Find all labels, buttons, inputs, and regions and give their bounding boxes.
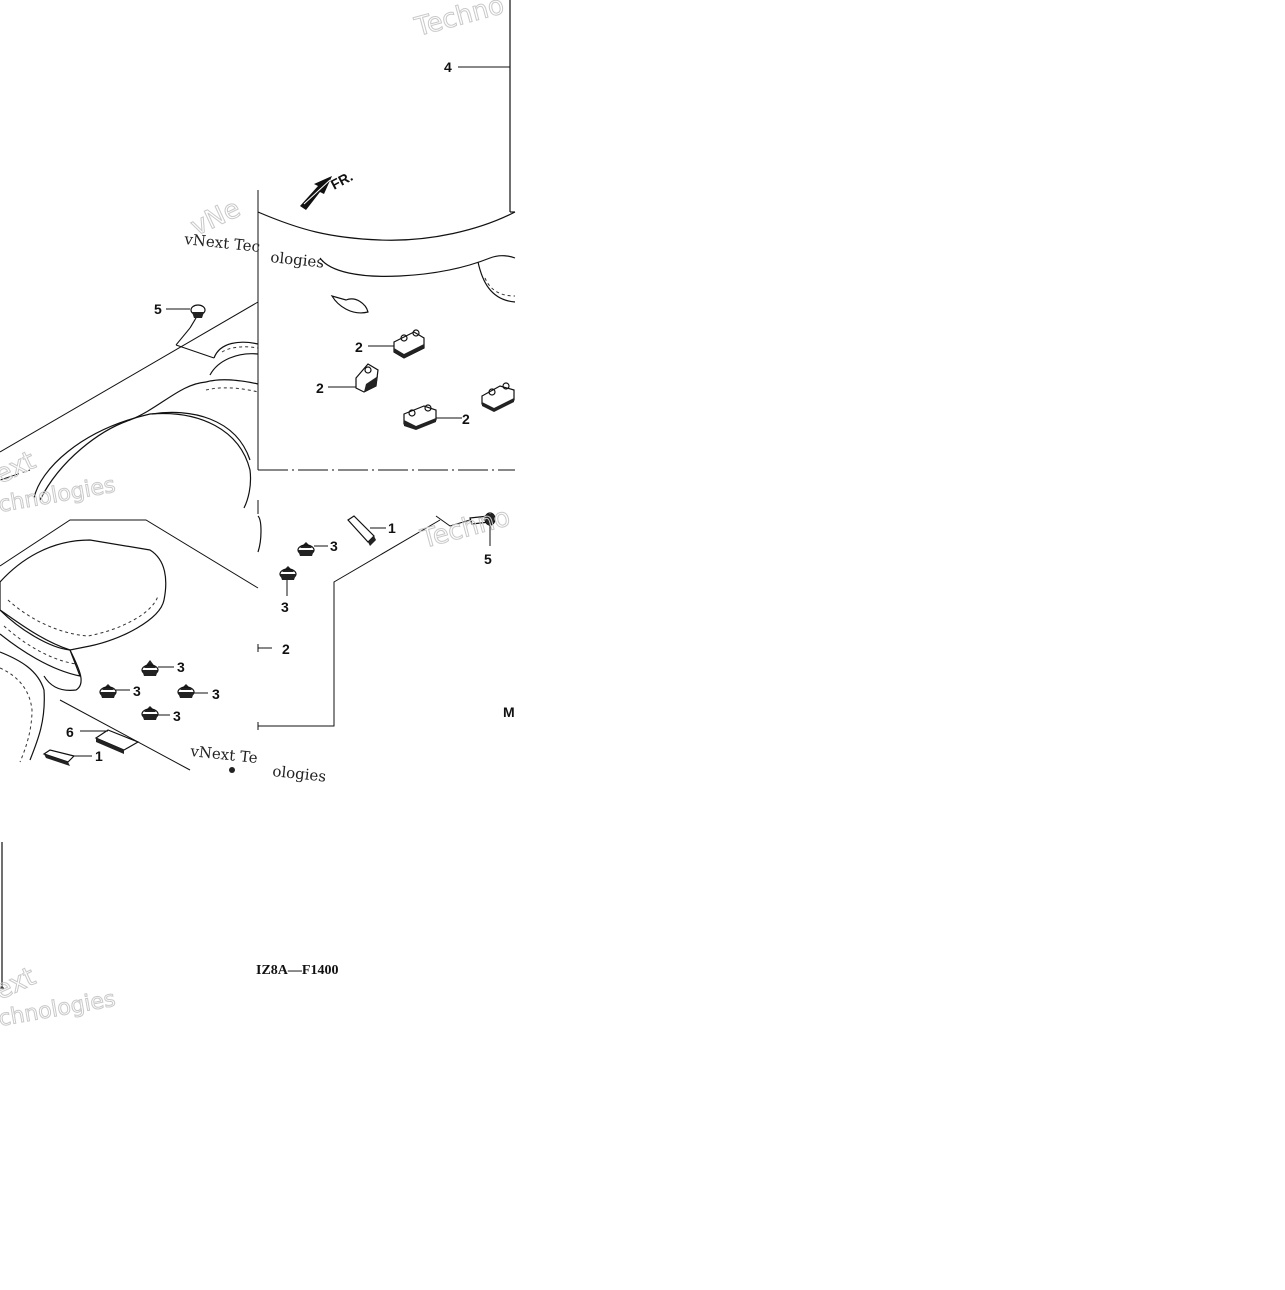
callout-3b: 3 — [133, 683, 141, 699]
rubber-block-2b — [355, 363, 379, 393]
small-parts-panel — [257, 500, 496, 730]
callout-3c: 3 — [212, 686, 220, 702]
left-seat-panel — [0, 301, 259, 509]
callout-5a: 5 — [154, 301, 162, 317]
passenger-seat-panel — [0, 519, 272, 773]
main-seat-contour — [151, 411, 251, 461]
callout-3e: 3 — [330, 538, 338, 554]
main-seat-panel: FR. — [257, 0, 516, 471]
bracket-line — [175, 344, 215, 359]
cushion-3e — [297, 542, 315, 556]
callout-4: 4 — [444, 59, 452, 75]
watermark-5: ext — [0, 446, 40, 491]
seat-side-contour — [477, 261, 516, 303]
watermark-8: vNext Te — [189, 742, 259, 767]
rubber-block-2a — [393, 329, 425, 359]
rubber-block-2c — [403, 404, 437, 430]
direction-label: FR. — [328, 168, 355, 193]
seat-lower-stitch — [0, 667, 33, 763]
frame-diagonal-top — [0, 301, 259, 453]
passenger-pad-stitch — [7, 595, 159, 637]
rear-seat-edge — [209, 353, 259, 376]
seat-lower-curve — [0, 651, 45, 761]
callout-1a: 1 — [388, 520, 396, 536]
callout-3d: 3 — [173, 708, 181, 724]
cushion-3b — [99, 684, 117, 698]
passenger-pad-side — [0, 609, 81, 677]
frame-line-lower — [59, 699, 191, 771]
passenger-pad-side-stitch — [3, 625, 77, 665]
callout-6: 6 — [66, 724, 74, 740]
bolt-5a — [189, 304, 206, 329]
watermark-7: Techno — [417, 502, 513, 555]
seat-bottom-edge — [319, 255, 516, 277]
band-1a — [347, 515, 376, 546]
cushion-3f — [279, 566, 297, 580]
passenger-pad-top — [0, 539, 167, 651]
watermark-3: ologies — [270, 248, 325, 272]
cut-line — [0, 469, 31, 481]
seat-cut-curve — [257, 515, 262, 553]
main-seat-body — [33, 412, 252, 509]
cushion-3a — [141, 660, 159, 676]
callout-2a: 2 — [355, 339, 363, 355]
rear-seat-lower-stitch — [205, 387, 259, 393]
callout-2e: 2 — [282, 641, 290, 657]
cushion-3c — [177, 684, 195, 698]
callout-labels: 4 5 2 2 2 1 3 5 3 2 3 3 3 3 6 1 M IZ8A—F… — [66, 59, 515, 978]
cushion-3d — [141, 706, 159, 720]
watermark-1: Techno — [411, 0, 507, 43]
callout-1b: 1 — [95, 748, 103, 764]
partial-label-m: M — [503, 704, 515, 720]
seat-top-edge — [257, 211, 516, 241]
callout-2b: 2 — [316, 380, 324, 396]
callout-5b: 5 — [484, 551, 492, 567]
seat-stitch — [484, 277, 516, 297]
diagram-code: IZ8A—F1400 — [256, 963, 338, 978]
callout-3f: 3 — [281, 599, 289, 615]
bolt-5b — [469, 512, 496, 526]
rear-seat-top — [213, 341, 259, 359]
rear-seat-lower — [205, 379, 259, 385]
watermark-9: ologies — [272, 762, 327, 786]
seat-bracket — [330, 295, 369, 314]
watermark-10: ext — [0, 962, 40, 1007]
callout-3a: 3 — [177, 659, 185, 675]
bolt-bracket — [435, 515, 471, 527]
panel-frame-top — [0, 519, 259, 589]
rubber-block-2d — [481, 382, 515, 412]
passenger-pad-corner — [43, 649, 82, 691]
rear-seat-stitch — [221, 346, 259, 353]
callout-2c: 2 — [462, 411, 470, 427]
leader-5a-down — [175, 327, 191, 346]
front-direction-arrow: FR. — [300, 168, 355, 210]
panel-frame-middle — [258, 519, 441, 727]
